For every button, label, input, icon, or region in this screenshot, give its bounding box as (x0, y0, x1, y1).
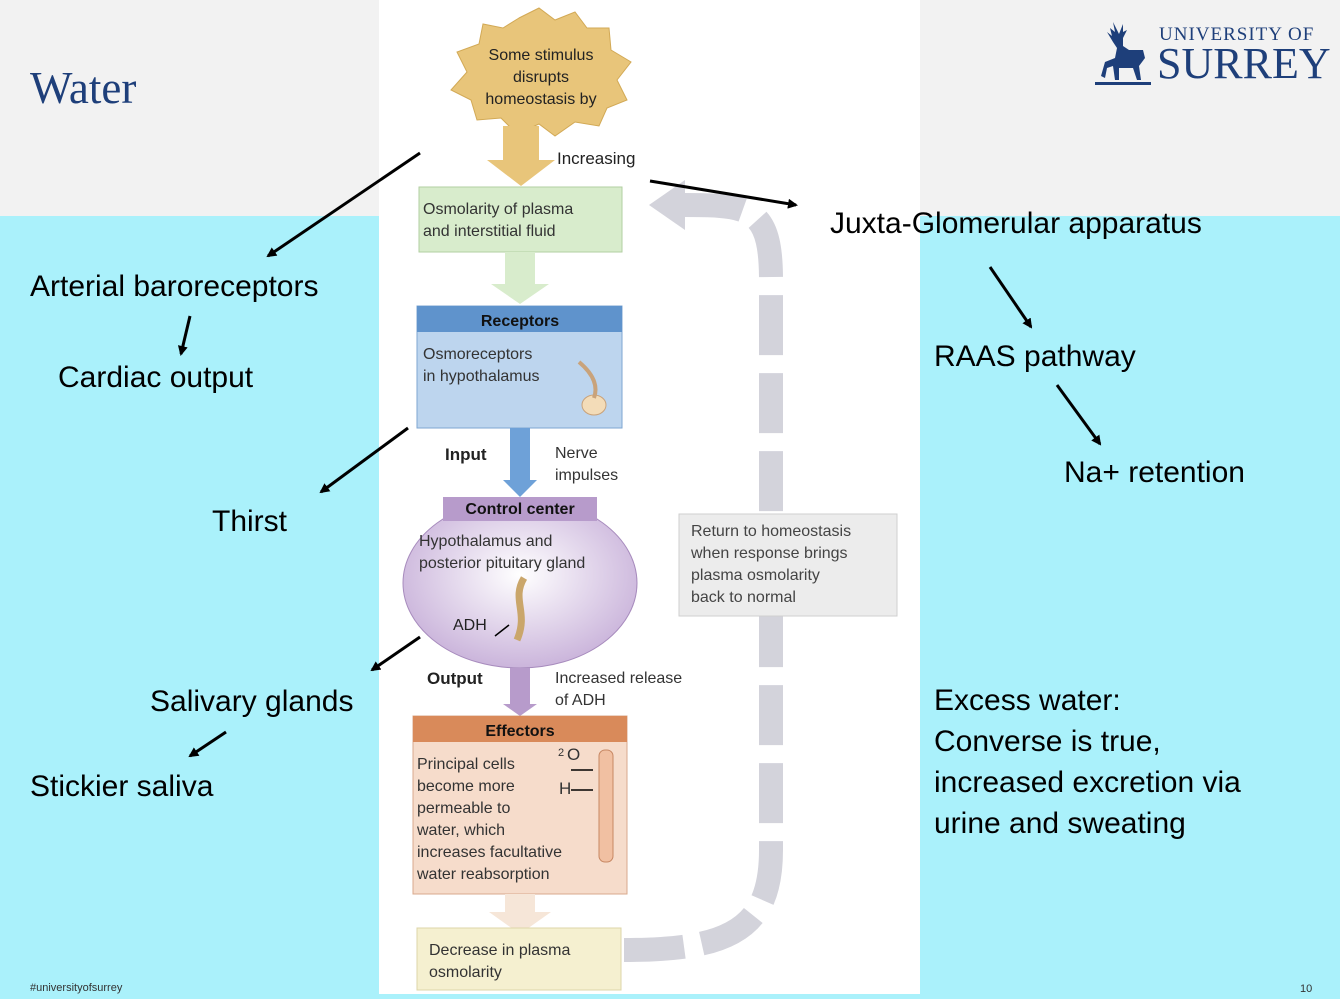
input-arrowhead-icon (503, 480, 537, 497)
water-arrows-icon (571, 769, 593, 791)
stimulus-burst (450, 7, 632, 137)
excess-line-1: Excess water: (934, 684, 1121, 717)
label-stickier-saliva: Stickier saliva (30, 770, 214, 803)
return-arrowhead-icon (649, 180, 685, 230)
return-box (678, 513, 898, 617)
logo-line-2: SURREY (1157, 39, 1331, 88)
result-line-2: osmolarity (429, 964, 502, 981)
adh-label: ADH (453, 617, 487, 634)
effectors-line-2: become more (417, 778, 515, 795)
receptors-header (417, 306, 622, 332)
arrow-to-raas (988, 266, 1033, 329)
output-arrow-shaft (510, 668, 530, 708)
label-arterial-baroreceptors: Arterial baroreceptors (30, 270, 319, 303)
arrow-to-salivary (370, 635, 421, 672)
arrow-to-cardiac (177, 315, 192, 356)
return-line-4: back to normal (691, 589, 796, 606)
receptors-line-1: Osmoreceptors (423, 346, 532, 363)
effectors-header (413, 716, 627, 742)
arrow-to-juxta (649, 179, 798, 209)
return-line-1: Return to homeostasis (691, 523, 851, 540)
homeostasis-diagram-panel: Some stimulus disrupts homeostasis by In… (379, 0, 920, 994)
release-line-2: of ADH (555, 692, 606, 709)
release-line-1: Increased release (555, 670, 682, 687)
h2o-2: 2 (558, 747, 564, 759)
input-label: Input (445, 445, 487, 464)
control-center-header (443, 497, 597, 521)
stimulus-line-3: homeostasis by (485, 91, 596, 108)
label-raas-pathway: RAAS pathway (934, 340, 1136, 373)
osmolarity-line-2: and interstitial fluid (423, 223, 556, 240)
control-line-1: Hypothalamus and (419, 533, 552, 550)
arrow-to-result (489, 894, 551, 934)
label-salivary-glands: Salivary glands (150, 685, 354, 718)
receptors-title: Receptors (481, 313, 559, 330)
label-excess-water: Excess water: Converse is true, increase… (934, 680, 1241, 844)
arrow-to-na (1055, 384, 1102, 446)
excess-line-2: Converse is true, (934, 725, 1161, 758)
pituitary-icon (513, 576, 528, 642)
arrow-to-receptors (491, 252, 549, 304)
effectors-line-5: increases facultative (417, 844, 562, 861)
osmolarity-line-1: Osmolarity of plasma (423, 201, 573, 218)
page-number: 10 (1300, 983, 1313, 995)
output-label: Output (427, 669, 483, 688)
logo-line-1: UNIVERSITY OF (1159, 24, 1315, 45)
increasing-label: Increasing (557, 149, 635, 168)
effectors-box (412, 715, 628, 895)
label-na-retention: Na+ retention (1064, 456, 1245, 489)
effectors-line-3: permeable to (417, 800, 510, 817)
return-line-2: when response brings (690, 545, 848, 562)
h2o-o: O (567, 745, 580, 764)
input-arrow-shaft (510, 428, 530, 484)
effectors-line-1: Principal cells (417, 756, 515, 773)
receptors-line-2: in hypothalamus (423, 368, 540, 385)
label-cardiac-output: Cardiac output (58, 361, 254, 394)
excess-line-4: urine and sweating (934, 807, 1186, 840)
stimulus-line-1: Some stimulus (489, 47, 594, 64)
effectors-line-4: water, which (416, 822, 505, 839)
osmolarity-box (418, 186, 623, 253)
return-arc (623, 193, 783, 962)
control-title: Control center (465, 501, 574, 518)
nerve-line-2: impulses (555, 467, 618, 484)
excess-line-3: increased excretion via (934, 766, 1241, 799)
output-arrowhead-icon (503, 704, 537, 716)
return-line-3: plasma osmolarity (691, 567, 820, 584)
arrow-to-thirst (319, 426, 409, 494)
effectors-title: Effectors (485, 723, 554, 740)
stag-icon (1095, 22, 1151, 85)
control-line-2: posterior pituitary gland (419, 555, 585, 572)
arrow-to-sticky (188, 730, 227, 758)
stimulus-arrow (487, 126, 555, 186)
footer-hashtag: #universityofsurrey (30, 982, 123, 994)
tubule-icon (598, 749, 614, 863)
label-juxta-glomerular: Juxta-Glomerular apparatus (830, 207, 1202, 240)
homeostasis-diagram: Some stimulus disrupts homeostasis by In… (402, 7, 898, 991)
slide-title: Water (30, 63, 137, 113)
nerve-line-1: Nerve (555, 445, 598, 462)
neuron-axon-icon (577, 360, 598, 399)
h2o-h: H (559, 779, 571, 798)
adh-pointer-icon (494, 624, 510, 637)
university-logo: UNIVERSITY OF SURREY (1093, 18, 1331, 90)
stimulus-line-2: disrupts (513, 69, 569, 86)
result-box (416, 927, 622, 991)
arrow-to-arterial (266, 151, 421, 258)
effectors-line-6: water reabsorption (416, 866, 550, 883)
label-thirst: Thirst (212, 505, 287, 538)
result-line-1: Decrease in plasma (429, 942, 571, 959)
